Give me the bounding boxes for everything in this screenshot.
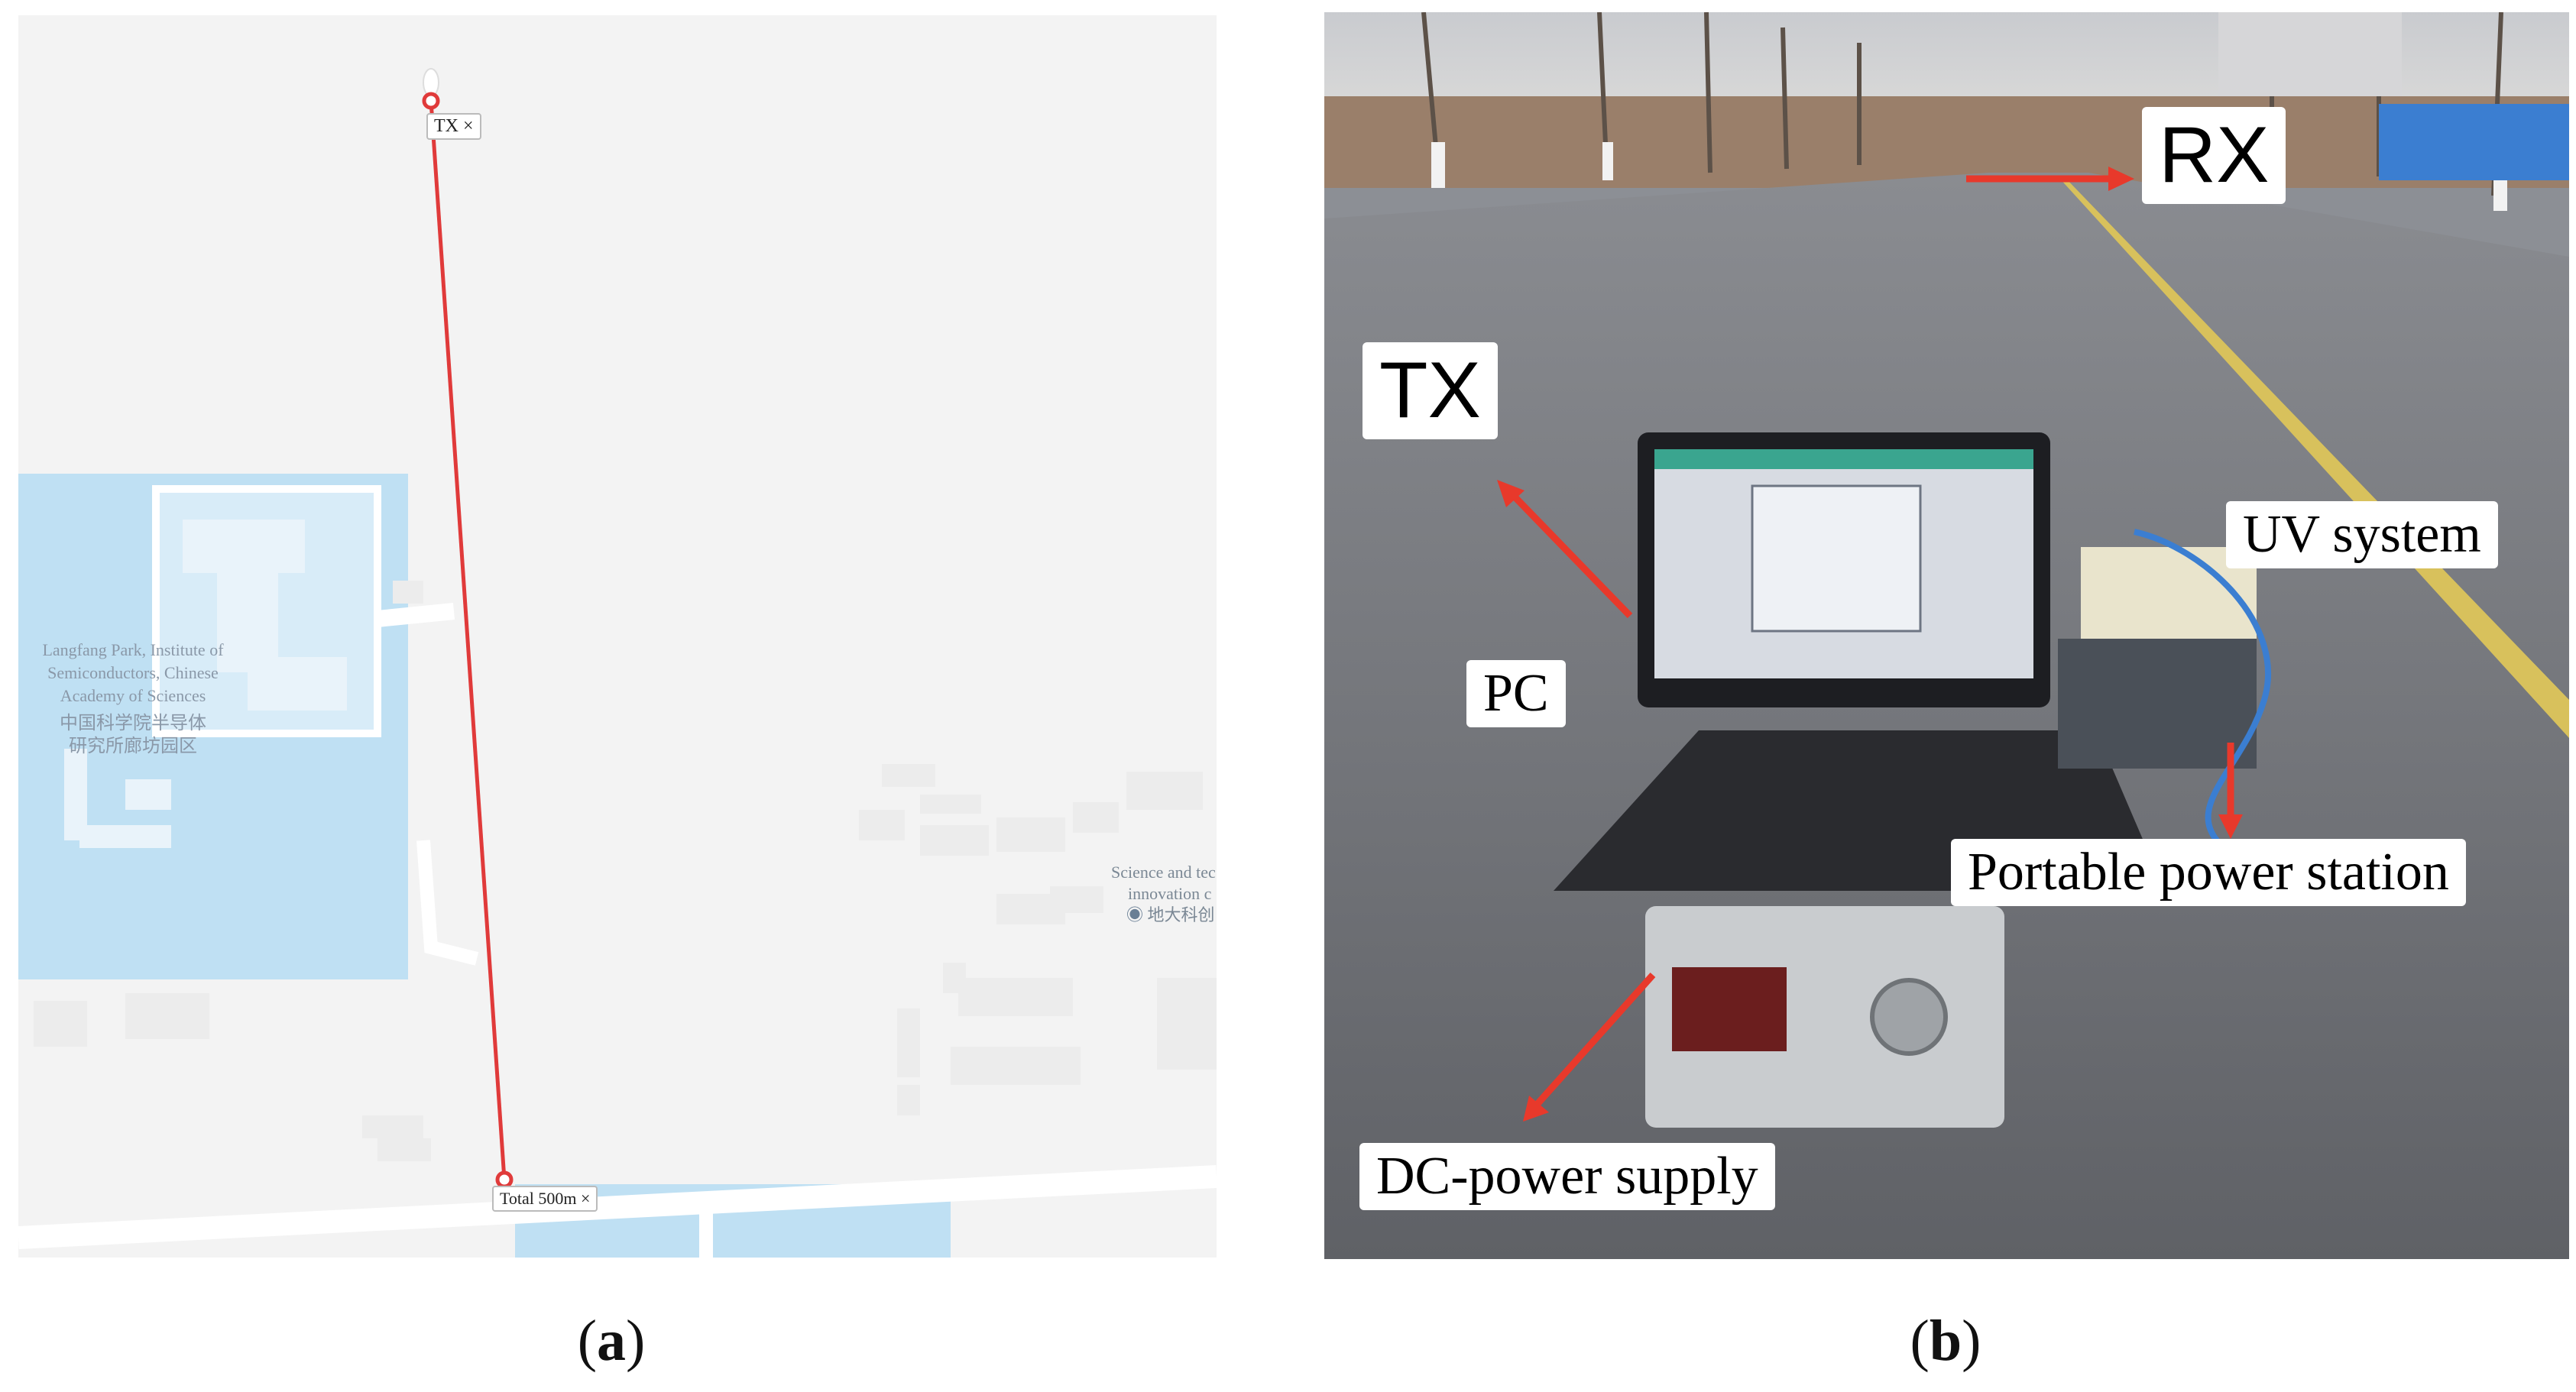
power-station-box: [2058, 639, 2257, 769]
campus-building: [183, 520, 305, 573]
cable-blue: [2134, 529, 2272, 863]
label-pc: PC: [1466, 660, 1566, 727]
route-end-marker: [495, 1170, 514, 1189]
poi-pin-icon: ◉: [1126, 905, 1144, 924]
campus-building: [125, 779, 171, 810]
poi-label-edge: Science and tec innovation c ◉ 地大科创: [1111, 863, 1216, 924]
blue-fence: [2379, 104, 2569, 180]
photo-panel: RX TX PC UV system Portable power statio…: [1324, 12, 2569, 1259]
building-bg: [2218, 12, 2402, 96]
map-road: [416, 840, 479, 966]
map-canvas: [18, 68, 1217, 1258]
software-window: [1751, 484, 1922, 633]
dc-power-supply-knob: [1870, 978, 1948, 1056]
campus-building: [79, 825, 171, 848]
campus-building: [248, 657, 347, 711]
map-buildings: [34, 581, 1217, 1161]
photo-scene: [1324, 12, 2569, 1259]
campus-label-zh: 中国科学院半导体 研究所廊坊园区: [60, 714, 206, 756]
label-dc-power-supply: DC-power supply: [1359, 1143, 1775, 1210]
label-tx: TX: [1363, 342, 1498, 439]
label-portable-power-station: Portable power station: [1951, 839, 2466, 906]
label-uv-system: UV system: [2226, 501, 2498, 568]
grass-verge: [1324, 96, 2569, 188]
total-distance-tag[interactable]: Total 500m ×: [492, 1186, 598, 1212]
caption-a: (a): [577, 1309, 646, 1373]
dc-power-supply-body: [1645, 906, 2004, 1128]
software-toolbar: [1654, 449, 2033, 469]
map-road: [18, 1165, 1217, 1249]
campus-label-en: Langfang Park, Institute of Semiconducto…: [42, 640, 224, 705]
road-centerline: [2058, 176, 2569, 738]
tx-distance-tag[interactable]: TX ×: [426, 113, 481, 140]
route-start-marker: [422, 92, 440, 110]
campus-building: [217, 565, 278, 672]
caption-b: (b): [1910, 1309, 1981, 1373]
annotation-arrows: [1497, 167, 2243, 1122]
road-surface: [1324, 173, 2569, 1259]
label-rx: RX: [2142, 107, 2286, 204]
route-line: [429, 100, 507, 1180]
dc-power-supply-display: [1672, 967, 1787, 1051]
map-panel: TX × Total 500m × Langfang Park, Institu…: [18, 15, 1217, 1258]
map-road: [376, 603, 455, 627]
